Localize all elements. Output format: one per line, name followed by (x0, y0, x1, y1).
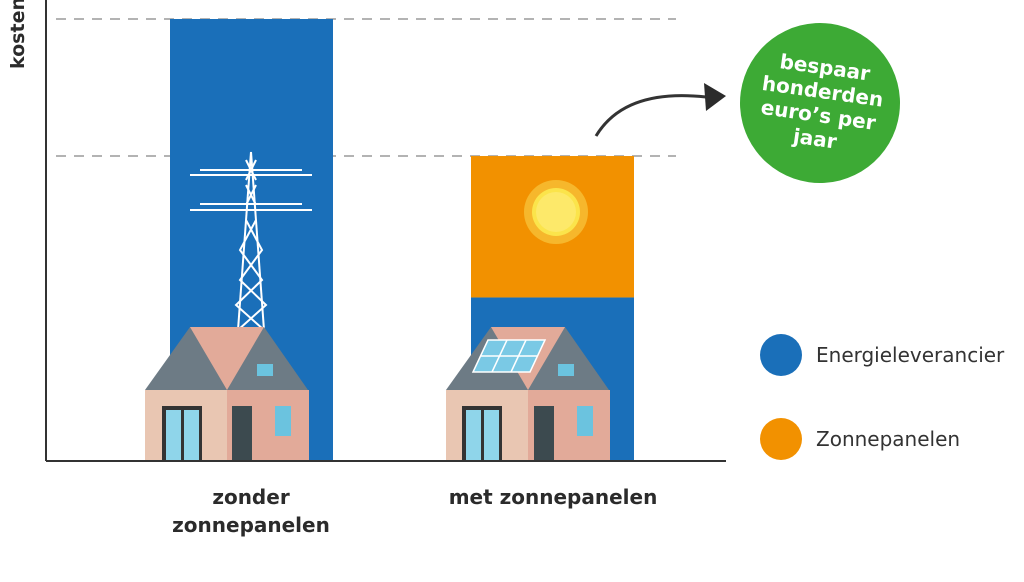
savings-text: bespaar honderden euro’s per jaar (759, 49, 885, 154)
house-icon (145, 327, 309, 460)
legend-item-solar-panels: Zonnepanelen (760, 417, 1004, 461)
sun-icon (524, 180, 588, 244)
legend-swatch-solar-panels (760, 418, 802, 460)
category-label-with-panels: met zonnepanelen (448, 485, 658, 509)
category-label-without-panels: zonder zonnepanelen (172, 485, 330, 537)
legend-swatch-energy-supplier (760, 334, 802, 376)
arrow-icon (594, 83, 726, 137)
legend: Energieleverancier Zonnepanelen (760, 333, 1004, 501)
legend-item-energy-supplier: Energieleverancier (760, 333, 1004, 377)
legend-label-energy-supplier: Energieleverancier (816, 343, 1005, 367)
house-with-solar-panels-icon (446, 327, 610, 460)
power-pylon-icon (190, 151, 312, 331)
legend-label-solar-panels: Zonnepanelen (816, 427, 961, 451)
gridlines (56, 18, 676, 157)
y-axis-label: kosten (6, 0, 29, 69)
